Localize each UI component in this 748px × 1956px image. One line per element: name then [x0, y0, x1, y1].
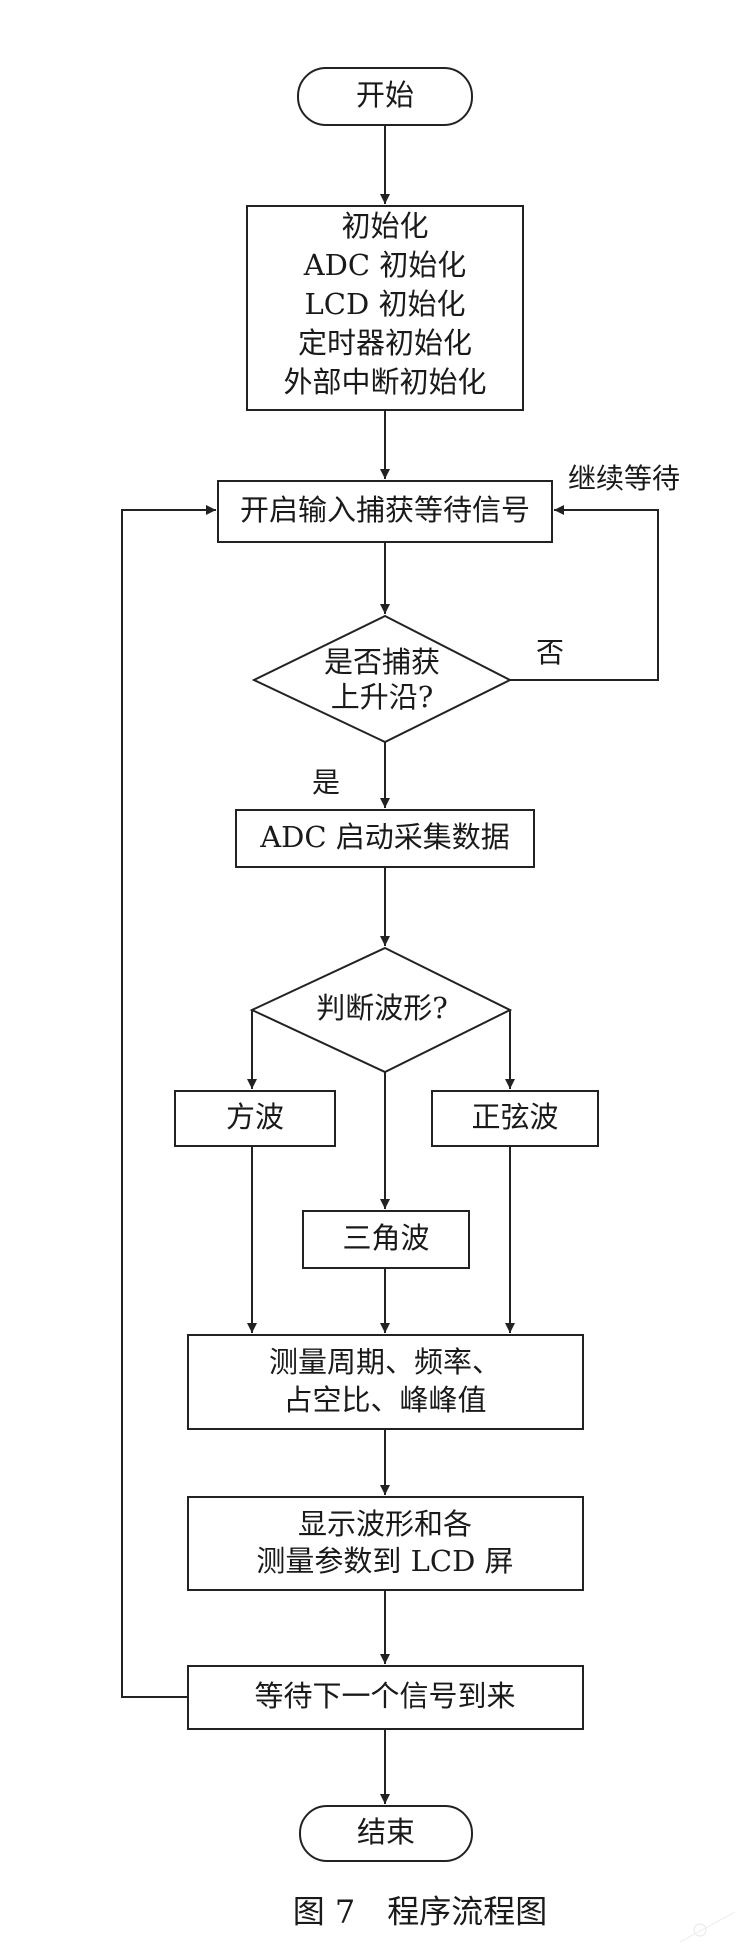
- continue-wait-label: 继续等待: [568, 462, 680, 495]
- display-box: [187, 1496, 584, 1591]
- sine-wave-box: [431, 1090, 599, 1147]
- end-terminal: [299, 1805, 473, 1862]
- display-line-2: 测量参数到 LCD 屏: [256, 1544, 513, 1578]
- yes-label: 是: [312, 766, 340, 799]
- watermark-logo: [679, 1911, 736, 1943]
- measure-line-2: 占空比、峰峰值: [283, 1383, 486, 1417]
- arrow-no-loop: [510, 505, 659, 681]
- init-line-2: ADC 初始化: [303, 248, 467, 282]
- rising-edge-line-2: 上升沿?: [331, 680, 434, 714]
- judge-wave-decision: [249, 946, 513, 1074]
- square-wave-box: [174, 1090, 336, 1147]
- no-label: 否: [536, 636, 564, 669]
- square-wave-label: 方波: [226, 1100, 284, 1134]
- rising-edge-decision: [251, 614, 513, 744]
- init-line-1: 初始化: [341, 209, 428, 243]
- triangle-wave-box: [302, 1210, 470, 1269]
- adc-collect-box: [235, 809, 535, 868]
- end-label: 结束: [357, 1815, 415, 1849]
- figure-caption: 图 7 程序流程图: [293, 1893, 548, 1931]
- sine-wave-label: 正弦波: [471, 1100, 558, 1134]
- start-terminal: [297, 67, 473, 126]
- rising-edge-line-1: 是否捕获: [324, 645, 440, 679]
- arrow-wait-loop-back: [121, 505, 216, 1698]
- triangle-wave-label: 三角波: [342, 1221, 429, 1255]
- judge-wave-label: 判断波形?: [316, 991, 448, 1025]
- display-line-1: 显示波形和各: [298, 1507, 472, 1541]
- init-line-4: 定时器初始化: [298, 326, 472, 360]
- measure-line-1: 测量周期、频率、: [269, 1345, 501, 1379]
- adc-collect-label: ADC 启动采集数据: [259, 820, 510, 854]
- measure-box: [187, 1334, 584, 1430]
- wait-next-label: 等待下一个信号到来: [254, 1679, 515, 1713]
- capture-wait-label: 开启输入捕获等待信号: [240, 493, 530, 527]
- init-line-5: 外部中断初始化: [283, 365, 486, 399]
- init-box: [246, 205, 524, 411]
- capture-wait-box: [217, 480, 553, 543]
- init-line-3: LCD 初始化: [305, 287, 466, 321]
- start-label: 开始: [356, 78, 414, 112]
- wait-next-box: [187, 1665, 584, 1730]
